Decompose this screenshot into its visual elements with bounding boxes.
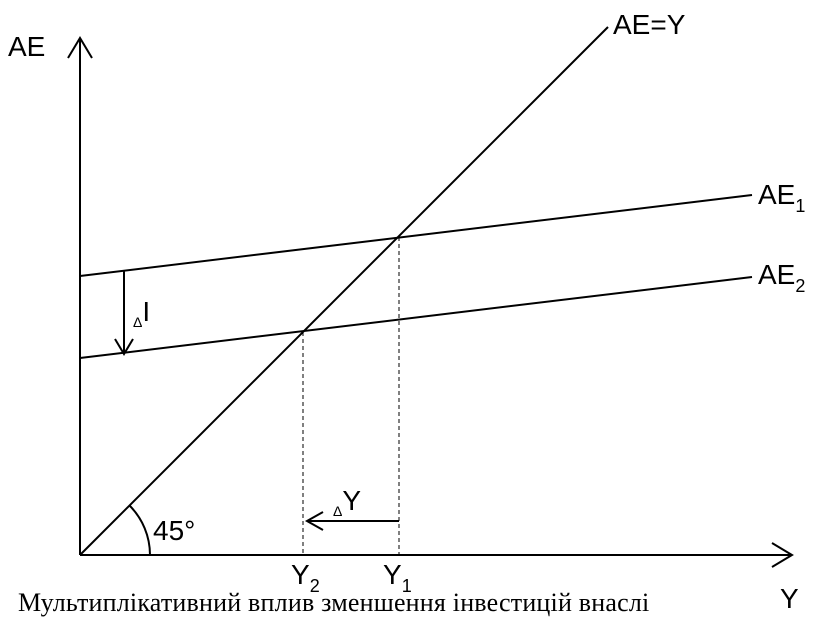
- delta-i-label: ΔI: [133, 296, 150, 330]
- delta-i-arrow: [114, 270, 134, 356]
- ae2-label-sub: 2: [795, 276, 805, 296]
- x-axis-label: Y: [780, 583, 799, 614]
- delta-y-symbol: Δ: [333, 503, 342, 519]
- ae2-line: [79, 276, 753, 359]
- y1-tick-main: Y: [383, 559, 402, 590]
- delta-y-letter: Y: [342, 485, 361, 516]
- angle-arc: [128, 504, 151, 556]
- ae1-label: AE1: [758, 179, 805, 216]
- angle-label: 45°: [153, 515, 195, 546]
- y2-tick-main: Y: [291, 559, 310, 590]
- axes: [67, 36, 794, 568]
- y2-tick-label: Y2: [291, 559, 320, 596]
- figure-caption: Мультиплікативний вплив зменшення інвест…: [18, 588, 650, 617]
- y-axis-arrowhead: [67, 36, 93, 59]
- y1-tick-sub: 1: [402, 576, 412, 596]
- ae-equals-y-label: AE=Y: [613, 9, 686, 40]
- x-axis-arrowhead: [771, 542, 794, 568]
- ae2-label-main: AE: [758, 259, 795, 290]
- ae2-label: AE2: [758, 259, 805, 296]
- ae1-line: [79, 194, 753, 277]
- ae1-label-sub: 1: [795, 196, 805, 216]
- delta-i-letter: I: [142, 296, 150, 327]
- y1-tick-label: Y1: [383, 559, 412, 596]
- y-axis-label: AE: [8, 31, 45, 62]
- delta-i-symbol: Δ: [133, 314, 142, 330]
- delta-y-label: ΔY: [333, 485, 361, 519]
- y2-tick-sub: 2: [310, 576, 320, 596]
- ae-equals-y-line: [79, 26, 609, 556]
- ae1-label-main: AE: [758, 179, 795, 210]
- delta-y-arrow: [304, 511, 399, 531]
